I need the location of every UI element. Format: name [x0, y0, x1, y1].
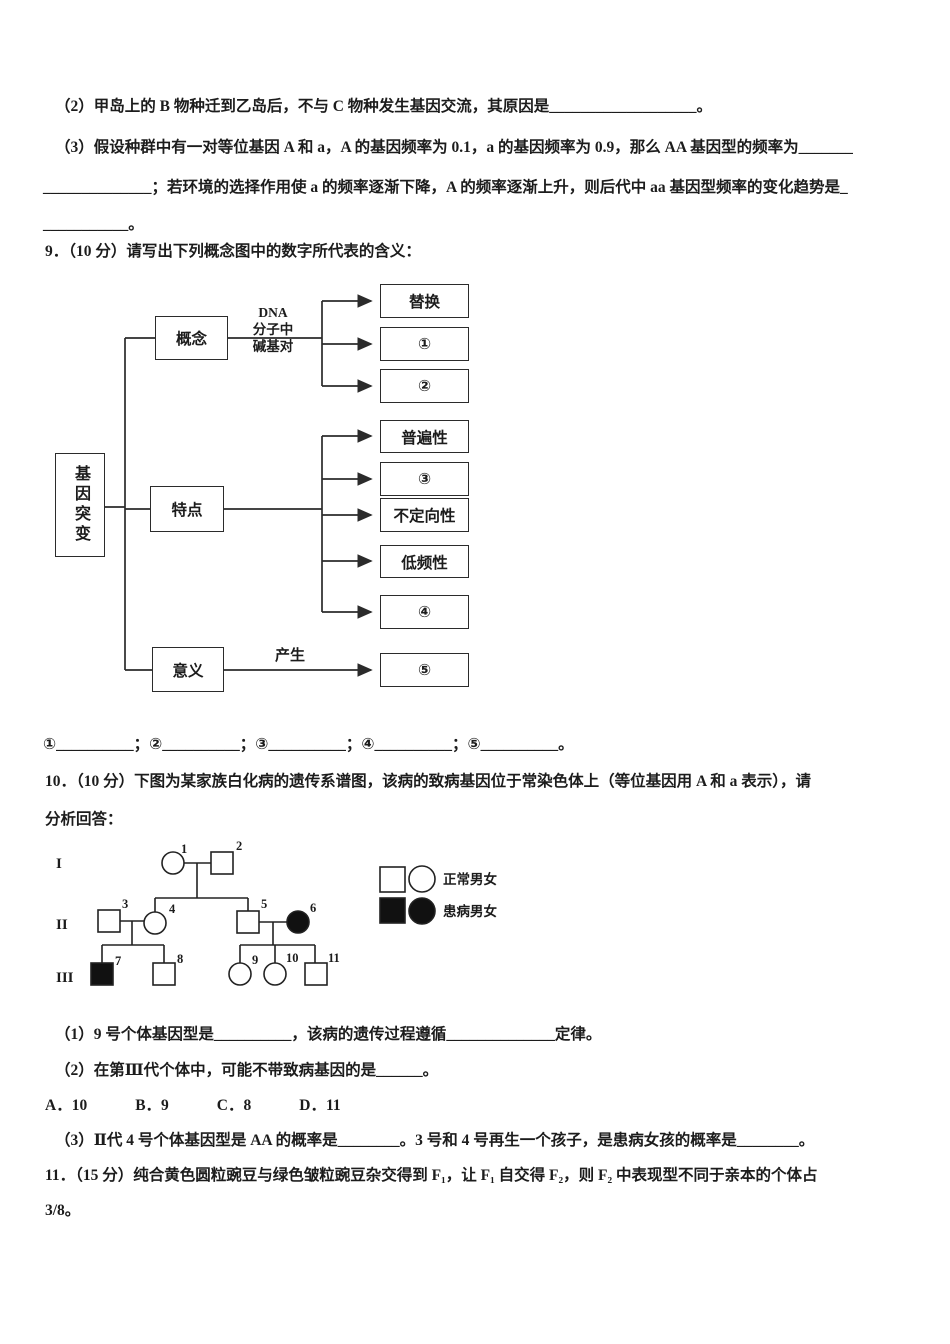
- person-11-symbol: [304, 962, 328, 986]
- pedigree-svg: I II III 1 2 3 4 5 6 7 8 9 10 11 正常男女 患病…: [56, 839, 497, 986]
- question-10-stem-line2: 分析回答：: [45, 811, 123, 828]
- child-box-universality: 普遍性: [380, 420, 469, 453]
- person-7-label: 7: [115, 954, 121, 968]
- concept-map-diagram: 基因突变 概念 特点 意义 DNA 分子中 碱基对 产生 替换 ① ② 普遍性 …: [40, 280, 500, 715]
- person-6-symbol: [286, 910, 310, 934]
- question-10-options-row: A．10 B．9 C．8 D．11: [45, 1096, 341, 1116]
- person-2-label: 2: [236, 840, 242, 853]
- person-7-symbol: [90, 962, 114, 986]
- person-2-symbol: [210, 851, 234, 875]
- person-6-label: 6: [310, 901, 316, 915]
- option-c: C．8: [216, 1097, 252, 1114]
- branch-box-features: 特点: [150, 486, 224, 532]
- question-9-answer-blanks: ①__________；②__________；③__________；④___…: [43, 736, 574, 753]
- question-11-stem-line1: 11．（15 分）纯合黄色圆粒豌豆与绿色皱粒豌豆杂交得到 F₁，让 F₁ 自交得…: [45, 1167, 818, 1184]
- concept-map-connectors: [105, 294, 373, 677]
- child-box-blank-3: ③: [380, 462, 469, 496]
- generation-label-3: III: [56, 970, 74, 986]
- produce-edge-label: 产生: [274, 648, 305, 664]
- person-8-label: 8: [177, 952, 183, 966]
- person-5-symbol: [236, 910, 260, 934]
- legend-affected-circle-icon: [408, 897, 436, 925]
- features-branch-trunk: [224, 436, 323, 612]
- root-bracket-line: [105, 337, 155, 671]
- child-box-blank-2: ②: [380, 369, 469, 403]
- generation-label-1: I: [56, 856, 62, 872]
- legend-affected-label: 患病男女: [443, 903, 497, 919]
- person-8-symbol: [152, 962, 176, 986]
- person-1-label: 1: [181, 842, 187, 856]
- legend-affected-square-icon: [379, 897, 406, 924]
- person-3-symbol: [97, 909, 121, 933]
- branch-box-concept: 概念: [155, 316, 228, 360]
- option-a: A．10: [45, 1097, 88, 1114]
- question-11-stem-line2: 3/8。: [45, 1202, 81, 1219]
- question-8-part3-line3: ___________。: [43, 216, 144, 233]
- person-11-label: 11: [328, 951, 340, 965]
- person-4-label: 4: [169, 902, 176, 916]
- child-box-lowfrequency: 低频性: [380, 545, 469, 578]
- question-9-stem: 9．（10 分）请写出下列概念图中的数字所代表的含义：: [45, 243, 421, 260]
- option-d: D．11: [299, 1097, 341, 1114]
- person-9-label: 9: [252, 953, 258, 967]
- pedigree-diagram: I II III 1 2 3 4 5 6 7 8 9 10 11 正常男女 患病…: [50, 839, 550, 1005]
- generation-label-2: II: [56, 917, 68, 933]
- child-box-nondirectional: 不定向性: [380, 498, 469, 532]
- option-b: B．9: [135, 1097, 169, 1114]
- branch-box-significance: 意义: [152, 647, 224, 692]
- person-4-symbol: [143, 911, 167, 935]
- child-box-blank-5: ⑤: [380, 653, 469, 687]
- person-1-symbol: [161, 851, 185, 875]
- concept-root-box: 基因突变: [55, 453, 105, 557]
- pedigree-relation-lines: [101, 862, 316, 963]
- person-10-symbol: [263, 962, 287, 986]
- child-box-blank-1: ①: [380, 327, 469, 361]
- person-10-label: 10: [286, 951, 299, 965]
- question-10-stem-line1: 10．（10 分）下图为某家族白化病的遗传系谱图，该病的致病基因位于常染色体上（…: [45, 773, 811, 790]
- question-10-part1: （1）9 号个体基因型是__________，该病的遗传过程遵循________…: [55, 1026, 602, 1043]
- child-box-substitution: 替换: [380, 284, 469, 318]
- person-5-label: 5: [261, 897, 267, 911]
- question-8-part3-line2: ______________；若环境的选择作用使 a 的频率逐渐下降，A 的频率…: [43, 179, 848, 196]
- person-9-symbol: [228, 962, 252, 986]
- question-8-part3-line1: （3）假设种群中有一对等位基因 A 和 a，A 的基因频率为 0.1，a 的基因…: [55, 139, 853, 156]
- child-box-blank-4: ④: [380, 595, 469, 629]
- question-8-part2-text: （2）甲岛上的 B 物种迁到乙岛后，不与 C 物种发生基因交流，其原因是____…: [55, 98, 713, 115]
- legend-normal-label: 正常男女: [443, 871, 497, 887]
- legend-normal-circle-icon: [408, 865, 436, 893]
- dna-edge-label: DNA 分子中 碱基对: [252, 305, 294, 354]
- question-10-part2: （2）在第Ⅲ代个体中，可能不带致病基因的是______。: [55, 1062, 439, 1079]
- legend-normal-square-icon: [379, 866, 406, 893]
- question-10-part3: （3）Ⅱ代 4 号个体基因型是 AA 的概率是________。3 号和 4 号…: [55, 1132, 815, 1149]
- person-3-label: 3: [122, 897, 128, 911]
